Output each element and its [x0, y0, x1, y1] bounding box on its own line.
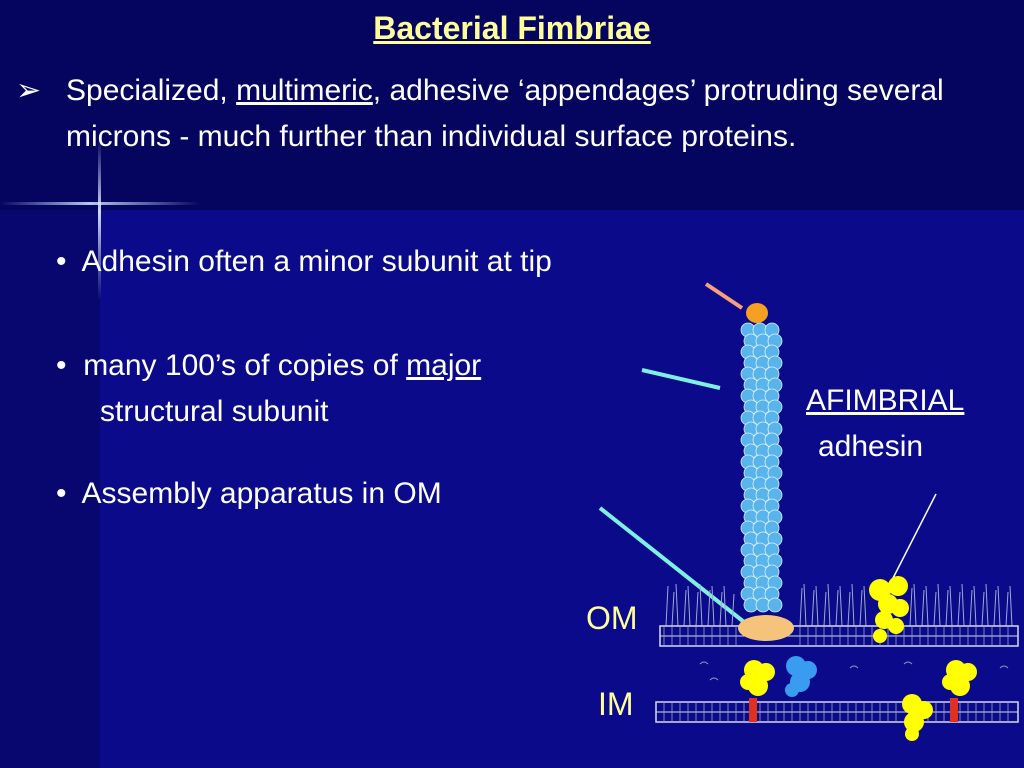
point-major-line2: structural subunit — [100, 395, 329, 428]
intro-text: Specialized, multimeric, adhesive ‘appen… — [66, 68, 966, 160]
pointer-line-major — [641, 368, 721, 390]
afimbrial-label: AFIMBRIAL — [806, 384, 965, 417]
tip-adhesin — [746, 303, 768, 323]
periplasm-marks — [699, 661, 1009, 681]
pointer-line-assembly — [598, 506, 746, 624]
header-band — [0, 0, 1024, 210]
point-adhesin: • Adhesin often a minor subunit at tip — [56, 240, 552, 284]
om-hatch — [665, 583, 1013, 627]
intro-part3: , adhesive ‘appendages’ protruding sever… — [66, 74, 944, 153]
point-assembly: • Assembly apparatus in OM — [56, 472, 442, 516]
fimbrial-shaft — [740, 322, 783, 613]
light-flare-vertical — [98, 140, 101, 300]
point-major-text-before: many 100’s of copies of — [83, 349, 407, 382]
left-band — [0, 210, 100, 768]
arrow-bullet-icon: ➢ — [16, 74, 42, 107]
bullet-icon: • — [56, 245, 67, 278]
im-protein-yellow-left — [740, 660, 775, 722]
afimbrial-adhesin-protein — [869, 576, 909, 643]
inner-membrane — [655, 701, 1019, 723]
assembly-apparatus — [738, 615, 794, 641]
im-label: IM — [598, 686, 634, 722]
pointer-line-afimbrial — [889, 493, 937, 585]
point-assembly-text: Assembly apparatus in OM — [81, 477, 442, 510]
adhesin-label: adhesin — [818, 430, 924, 463]
intro-multimeric: multimeric — [236, 74, 373, 107]
bullet-icon: • — [56, 477, 67, 510]
intro-part1: Specialized, — [66, 74, 237, 107]
point-major: • many 100’s of copies of major — [56, 344, 481, 388]
point-major-underlined: major — [406, 349, 482, 382]
im-protein-blue — [785, 656, 817, 697]
pointer-line-tip — [704, 282, 744, 310]
point-adhesin-text: Adhesin often a minor subunit at tip — [81, 245, 552, 278]
om-label: OM — [586, 600, 638, 636]
fimbrial-subunit — [767, 597, 783, 613]
im-protein-yellow-middle — [902, 694, 933, 741]
outer-membrane — [659, 625, 1019, 647]
im-protein-yellow-right — [942, 660, 977, 722]
slide-title: Bacterial Fimbriae — [373, 10, 651, 46]
bullet-icon: • — [56, 349, 67, 382]
